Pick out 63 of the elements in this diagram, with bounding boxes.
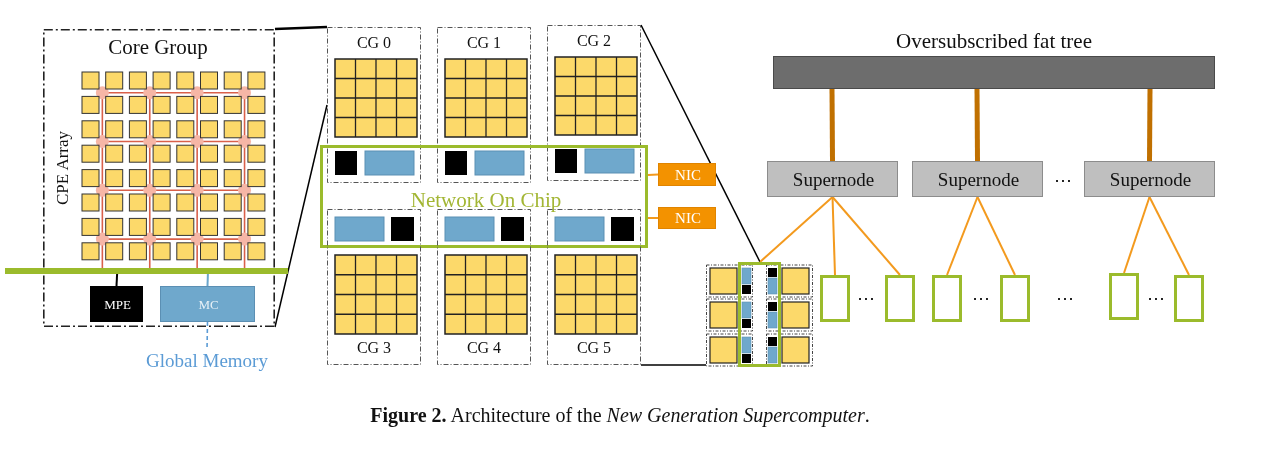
- ellipsis-text: ⋯: [857, 287, 875, 309]
- box-label: Supernode: [1109, 169, 1192, 191]
- ellipsis-text: ⋯: [972, 287, 990, 309]
- network-title: Oversubscribed fat tree: [896, 28, 1092, 54]
- nic-link: [647, 173, 659, 176]
- link-line: [1123, 196, 1151, 274]
- noc-frame: [320, 145, 648, 248]
- supernode-box: [1084, 161, 1215, 197]
- core-group-box: [327, 209, 421, 365]
- memory-label: Global Memory: [146, 350, 268, 372]
- core-group-panel: [43, 29, 275, 327]
- noc-label: Network On Chip: [410, 187, 562, 213]
- nic-link: [647, 217, 659, 219]
- panel-title: Core Group: [108, 34, 208, 60]
- link-line: [946, 196, 979, 276]
- nic-box: [658, 163, 716, 186]
- nic-box: [658, 207, 716, 229]
- group-label: CG 1: [466, 33, 502, 53]
- trunk-line: [974, 89, 980, 161]
- group-label: CG 5: [576, 338, 612, 358]
- core-group-box: [437, 27, 531, 183]
- link-line: [976, 196, 1016, 276]
- box-label: Supernode: [792, 169, 875, 191]
- link-line: [831, 196, 901, 276]
- ellipsis-text: ⋯: [1147, 287, 1165, 309]
- group-label: CG 2: [576, 31, 612, 51]
- box-label: NIC: [675, 166, 701, 185]
- mpe-box: [90, 286, 143, 322]
- trunk-line: [1147, 89, 1153, 161]
- zoom-line: [274, 25, 328, 31]
- bus-line: [206, 273, 209, 287]
- zoom-line: [640, 364, 707, 366]
- zoom-line: [640, 24, 761, 263]
- box-label: MC: [198, 297, 219, 313]
- figure-caption: Figure 2. Architecture of the New Generation Supercomputer.: [370, 403, 870, 427]
- box-label: MPE: [104, 297, 131, 313]
- ellipsis-text: ⋯: [1056, 287, 1074, 309]
- link-line: [1148, 196, 1190, 276]
- zoom-line: [274, 104, 328, 328]
- vertical-label: CPE Array: [53, 130, 73, 206]
- trunk-line: [829, 89, 835, 161]
- link-line: [831, 196, 836, 276]
- mc-box: [160, 286, 255, 322]
- compute-node-frame: [1109, 273, 1139, 320]
- compute-node-frame: [1000, 275, 1030, 322]
- chip-drawing: [706, 262, 813, 368]
- box-label: NIC: [675, 210, 701, 228]
- link-line: [759, 196, 834, 263]
- compute-node-frame: [820, 275, 850, 322]
- bus-bar: [5, 268, 288, 274]
- bus-line: [115, 273, 119, 287]
- group-label: CG 0: [356, 33, 392, 53]
- core-group-box: [327, 27, 421, 183]
- compute-node-frame: [932, 275, 962, 322]
- compute-node-frame: [1174, 275, 1204, 322]
- box-label: Supernode: [937, 169, 1020, 191]
- group-label: CG 4: [466, 338, 502, 358]
- ellipsis-text: ⋯: [1054, 169, 1072, 191]
- core-group-box: [547, 25, 641, 181]
- compute-node-frame: [885, 275, 915, 322]
- supernode-box: [767, 161, 898, 197]
- supernode-box: [912, 161, 1043, 197]
- group-label: CG 3: [356, 338, 392, 358]
